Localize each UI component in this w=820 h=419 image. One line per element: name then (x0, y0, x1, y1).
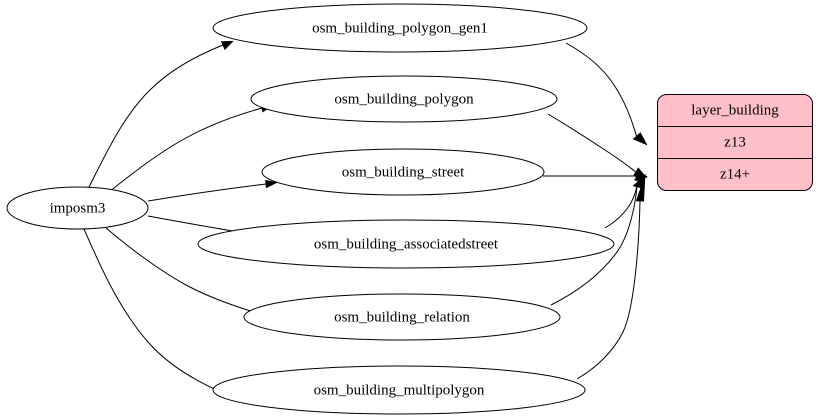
edge-imposm3-to-osm_building_multipolygon (83, 228, 232, 398)
node-osm_building_multipolygon[interactable]: osm_building_multipolygon (212, 365, 586, 415)
node-osm_building_street[interactable]: osm_building_street (261, 148, 545, 196)
edge-osm_building_multipolygon-to-layer_building-z14 (576, 176, 646, 380)
node-osm_building_polygon_gen1-label: osm_building_polygon_gen1 (312, 20, 488, 36)
edge-group-tables-to-record (543, 42, 648, 380)
node-layer_building[interactable]: layer_building z13 z14+ (657, 94, 813, 191)
node-osm_building_polygon_gen1[interactable]: osm_building_polygon_gen1 (212, 3, 588, 53)
edge-imposm3-to-osm_building_street (147, 179, 278, 202)
node-osm_building_associatedstreet-label: osm_building_associatedstreet (314, 236, 499, 252)
edge-osm_building_polygon-to-layer_building-z14 (547, 113, 648, 179)
node-osm_building_associatedstreet[interactable]: osm_building_associatedstreet (197, 219, 615, 269)
node-osm_building_multipolygon-label: osm_building_multipolygon (314, 382, 485, 398)
node-osm_building_street-label: osm_building_street (342, 164, 465, 180)
node-imposm3-label: imposm3 (50, 200, 106, 216)
node-osm_building_relation-label: osm_building_relation (334, 309, 470, 325)
node-osm_building_polygon[interactable]: osm_building_polygon (250, 75, 558, 123)
edge-osm_building_polygon_gen1-to-layer_building-z13 (565, 42, 648, 146)
edge-osm_building_street-to-layer_building-z14 (543, 171, 648, 182)
record-row-title: layer_building (691, 102, 779, 118)
node-osm_building_polygon-label: osm_building_polygon (334, 91, 474, 107)
record-row-z14[interactable]: z14+ (720, 166, 750, 182)
edge-imposm3-to-osm_building_polygon (108, 104, 274, 193)
edge-osm_building_relation-to-layer_building-z14 (550, 174, 646, 306)
node-imposm3[interactable]: imposm3 (6, 186, 149, 230)
node-osm_building_relation[interactable]: osm_building_relation (243, 293, 561, 341)
record-row-z13[interactable]: z13 (724, 134, 746, 150)
edge-imposm3-to-osm_building_polygon_gen1 (87, 40, 234, 190)
